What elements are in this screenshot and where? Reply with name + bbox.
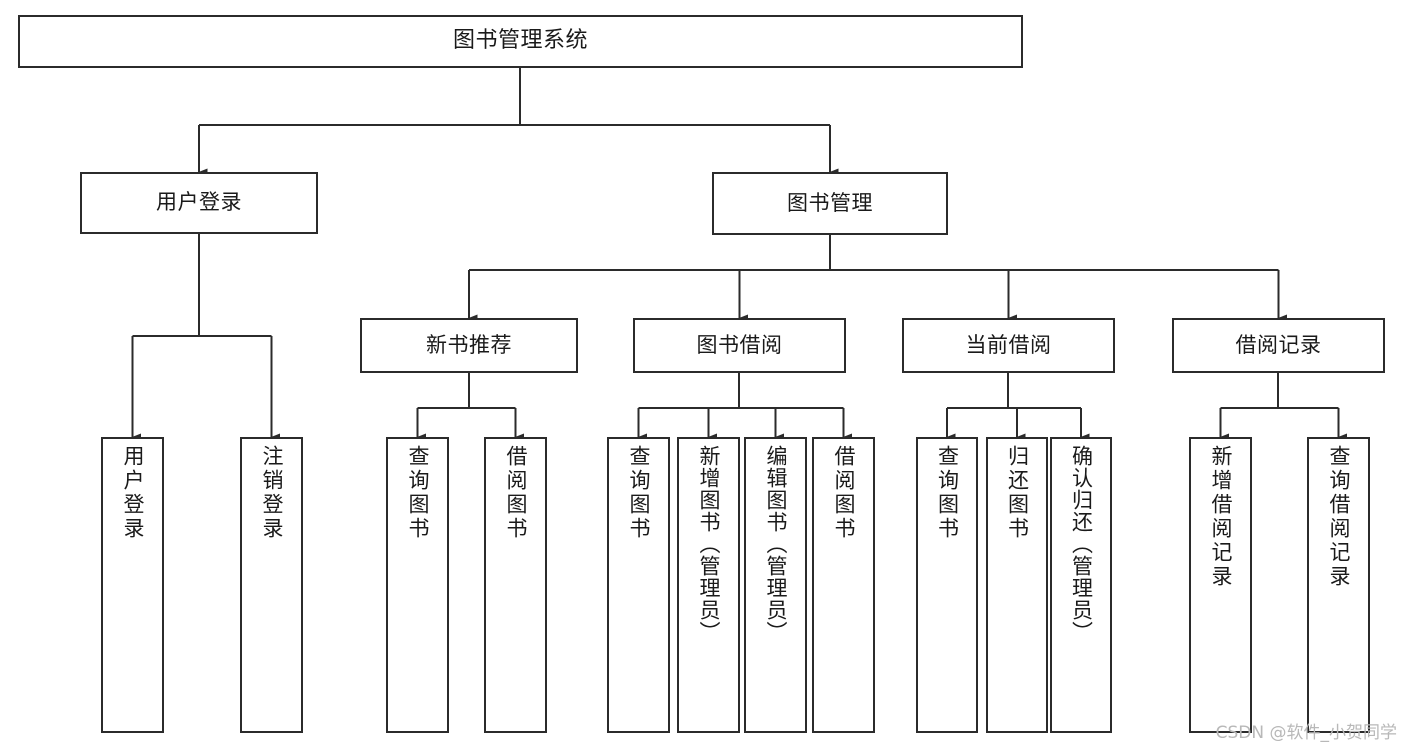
node-label: 查询借阅记录: [1327, 445, 1351, 589]
node-root: 图书管理系统: [18, 15, 1023, 68]
node-leaf-current-1: 查询图书: [916, 437, 978, 733]
node-label: 确认归还（管理员）: [1069, 445, 1094, 643]
node-label: 借阅记录: [1235, 332, 1322, 357]
node-label: 图书借阅: [696, 332, 783, 357]
node-leaf-borrow-3: 编辑图书（管理员）: [744, 437, 807, 733]
node-leaf-newbook-2: 借阅图书: [484, 437, 547, 733]
node-label: 用户登录: [156, 190, 242, 215]
node-label: 当前借阅: [965, 332, 1052, 357]
node-borrow: 图书借阅: [633, 318, 846, 373]
node-label: 借阅图书: [832, 445, 856, 541]
node-label: 新增图书（管理员）: [697, 445, 721, 643]
node-current: 当前借阅: [902, 318, 1115, 373]
node-leaf-record-1: 新增借阅记录: [1189, 437, 1252, 733]
node-label: 图书管理系统: [452, 28, 588, 54]
node-leaf-newbook-1: 查询图书: [386, 437, 449, 733]
node-label: 新书推荐: [426, 332, 512, 357]
node-label: 图书管理: [787, 190, 873, 215]
node-leaf-record-2: 查询借阅记录: [1307, 437, 1370, 733]
node-label: 新增借阅记录: [1209, 445, 1233, 589]
node-leaf-borrow-1: 查询图书: [607, 437, 670, 733]
node-record: 借阅记录: [1172, 318, 1385, 373]
connector-lines: [131, 68, 1348, 441]
node-label: 查询图书: [406, 445, 430, 541]
node-newbook: 新书推荐: [360, 318, 578, 373]
node-label: 借阅图书: [504, 445, 528, 541]
node-leaf-current-2: 归还图书: [986, 437, 1048, 733]
node-leaf-current-3: 确认归还（管理员）: [1050, 437, 1112, 733]
node-label: 查询图书: [935, 445, 960, 541]
node-bookmgmt: 图书管理: [712, 172, 948, 235]
node-label: 注销登录: [260, 445, 284, 541]
node-leaf-borrow-4: 借阅图书: [812, 437, 875, 733]
node-leaf-login-1: 用户登录: [101, 437, 164, 733]
node-login: 用户登录: [80, 172, 318, 234]
node-label: 查询图书: [627, 445, 651, 541]
node-leaf-login-2: 注销登录: [240, 437, 303, 733]
node-label: 归还图书: [1005, 445, 1030, 541]
node-leaf-borrow-2: 新增图书（管理员）: [677, 437, 740, 733]
node-label: 用户登录: [121, 445, 145, 541]
node-label: 编辑图书（管理员）: [764, 445, 788, 643]
